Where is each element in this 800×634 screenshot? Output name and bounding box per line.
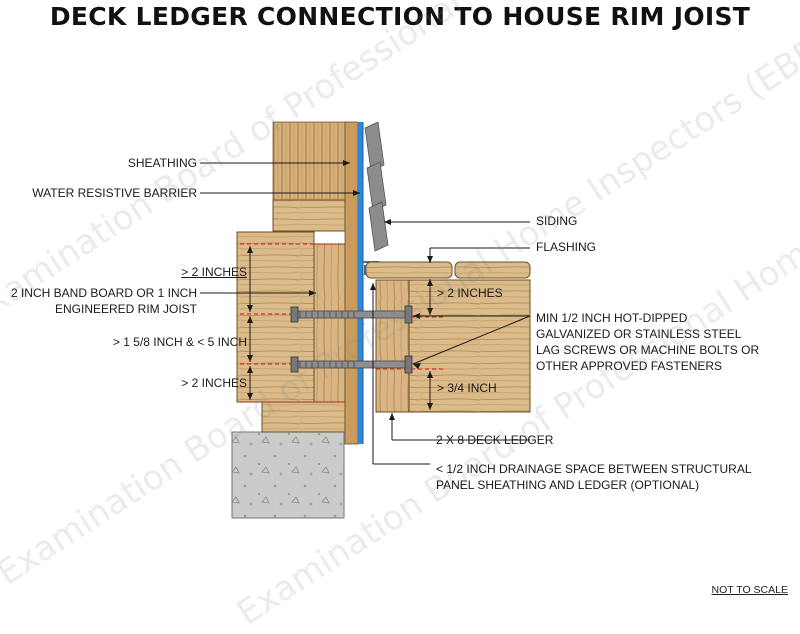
flashing-label: FLASHING	[536, 240, 597, 254]
fastener-label-2: GALVANIZED OR STAINLESS STEEL	[536, 327, 742, 341]
dim-ge2-bottom-label: > 2 INCHES	[181, 376, 247, 390]
fastener-label-4: OTHER APPROVED FASTENERS	[536, 359, 723, 373]
dim-ge34-label: > 3/4 INCH	[437, 381, 497, 395]
sheathing-label: SHEATHING	[127, 156, 197, 170]
dim-range-label: > 1 5/8 INCH & < 5 INCH	[112, 335, 247, 349]
water-resistive-barrier	[358, 122, 363, 444]
ledger-diagram	[200, 121, 531, 519]
sill-plate	[261, 401, 346, 433]
rim-joist	[313, 243, 346, 403]
deck-joist	[408, 279, 531, 413]
not-to-scale-note: NOT TO SCALE	[711, 584, 788, 596]
siding	[364, 121, 389, 252]
wrb-label: WATER RESISTIVE BARRIER	[32, 186, 197, 200]
wall-stud	[272, 121, 346, 201]
deck-board	[454, 261, 531, 279]
ledger-label: 2 X 8 DECK LEDGER	[436, 433, 554, 447]
fastener-label-3: LAG SCREWS OR MACHINE BOLTS OR	[536, 343, 760, 357]
siding-label: SIDING	[536, 214, 578, 228]
dim-ge2-top-label: > 2 INCHES	[181, 265, 247, 279]
foundation	[231, 431, 345, 519]
drainage-label-1: < 1/2 INCH DRAINAGE SPACE BETWEEN STRUCT…	[436, 462, 752, 476]
band-board-label-1: 2 INCH BAND BOARD OR 1 INCH	[10, 286, 197, 300]
fastener-label-1: MIN 1/2 INCH HOT-DIPPED	[536, 311, 688, 325]
fastener-lower	[290, 355, 413, 374]
top-plate	[272, 199, 346, 232]
deck-ledger	[375, 279, 410, 413]
diagram-title: DECK LEDGER CONNECTION TO HOUSE RIM JOIS…	[49, 2, 751, 31]
deck-board	[365, 261, 453, 279]
fastener-upper	[290, 305, 413, 324]
drainage-label-2: PANEL SHEATHING AND LEDGER (OPTIONAL)	[436, 478, 700, 492]
band-board-label-2: ENGINEERED RIM JOIST	[54, 302, 197, 316]
dim-ge2-ledger-label: > 2 INCHES	[437, 286, 503, 300]
sheathing	[344, 121, 359, 445]
